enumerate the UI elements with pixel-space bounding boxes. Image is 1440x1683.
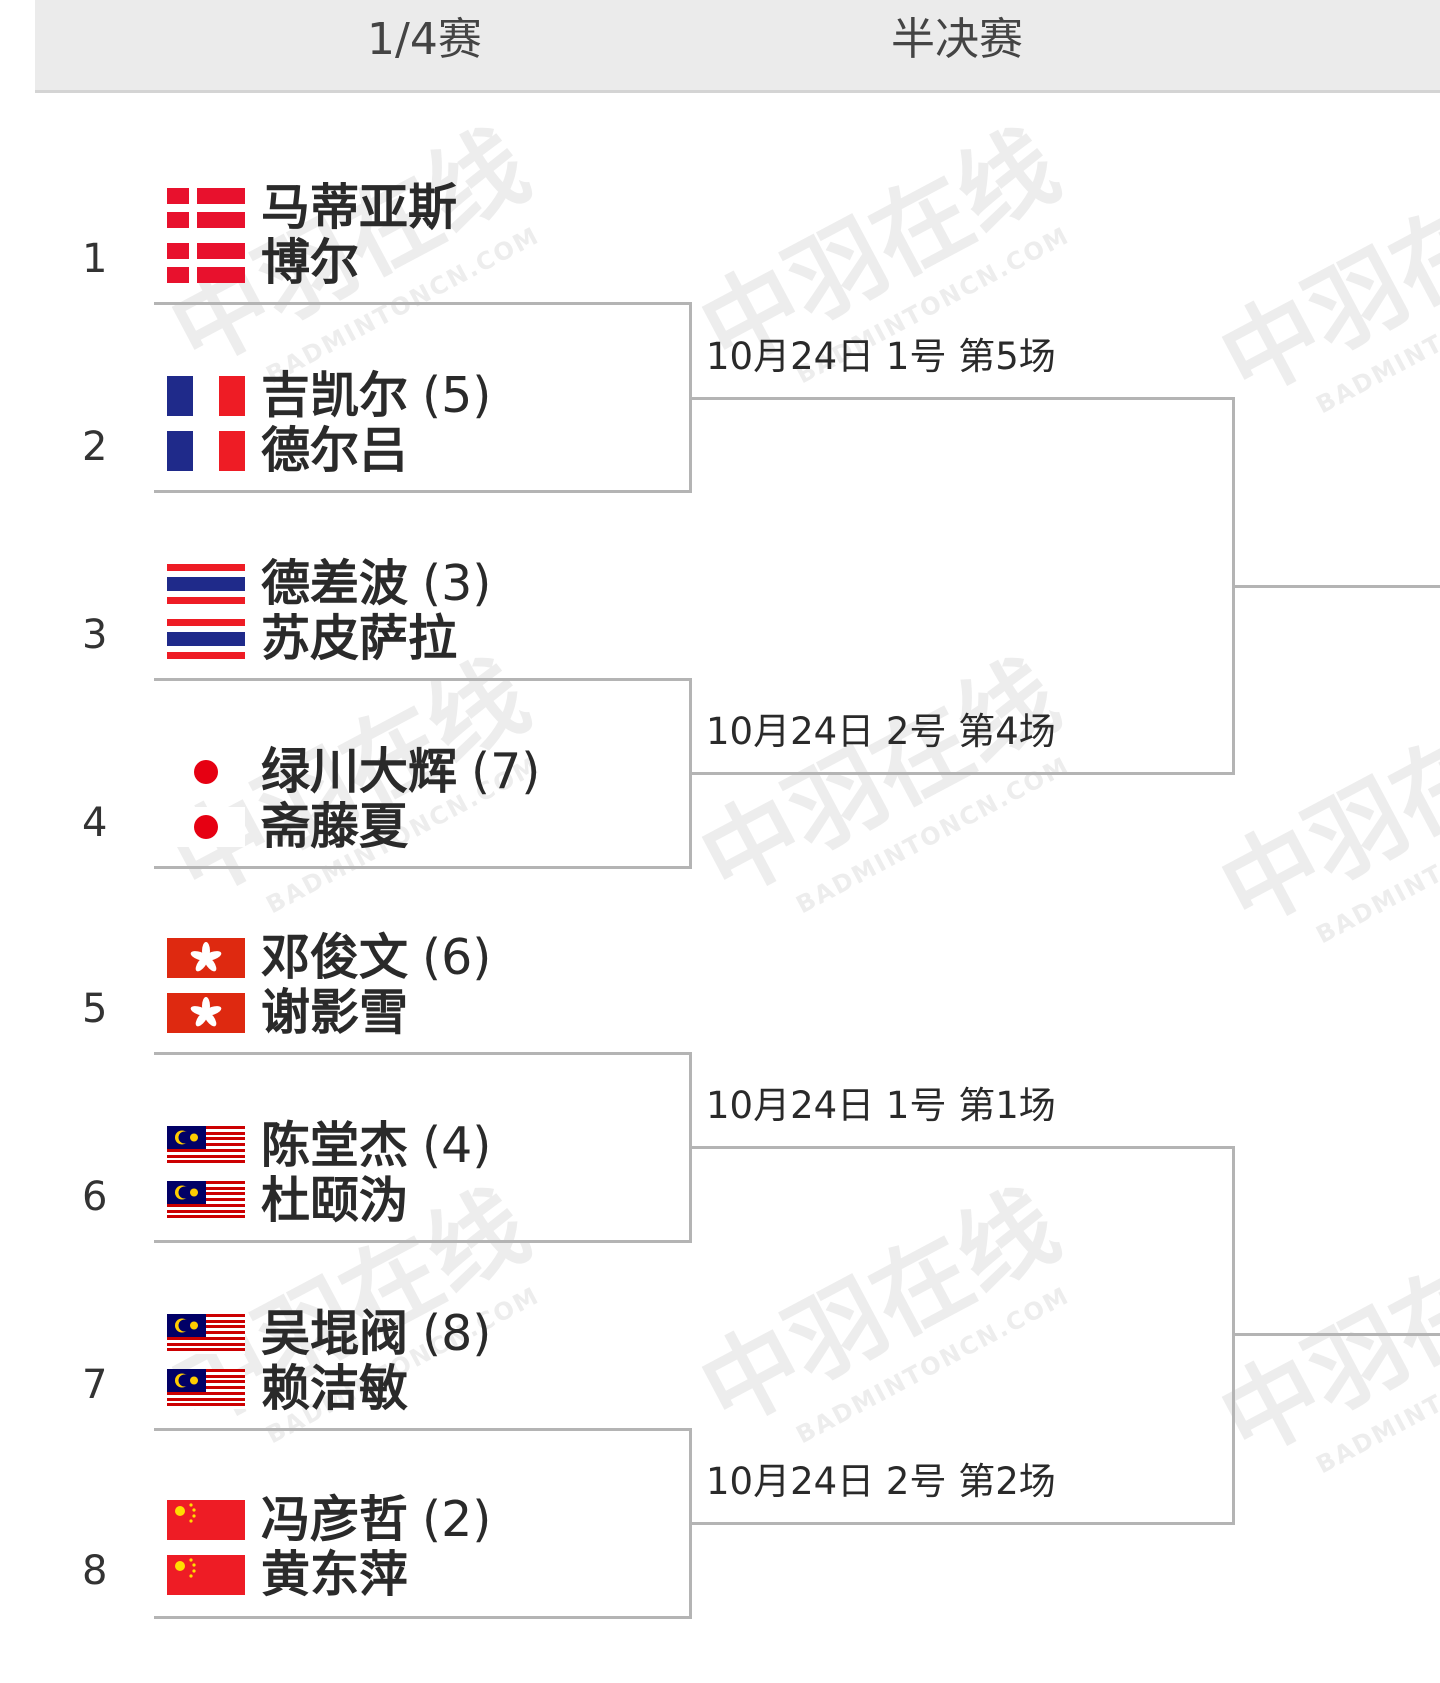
player-row: 马蒂亚斯 [167,183,471,233]
seed-label: (3) [422,555,492,612]
bracket-line [154,1428,692,1431]
malaysia-flag-icon [167,1181,245,1221]
player-name: 赖洁敏 [261,1360,409,1417]
draw-position: 7 [82,1362,108,1408]
player-row: 杜颐沩 [167,1176,408,1226]
draw-position: 6 [82,1174,108,1220]
match-schedule: 10月24日 2号 第2场 [706,1460,1056,1503]
player-row: 苏皮萨拉 [167,614,457,664]
bracket-line [692,397,1235,400]
bracket-line [692,772,1235,775]
seed-label: (6) [422,929,492,986]
bracket-line [1235,585,1440,588]
seed-label: (7) [471,743,541,800]
malaysia-flag-icon [167,1126,245,1166]
match-schedule: 10月24日 1号 第1场 [706,1084,1056,1127]
france-flag-icon [167,431,245,471]
player-row: 博尔 [167,238,359,288]
draw-position: 3 [82,612,108,658]
thailand-flag-icon [167,564,245,604]
draw-position: 1 [82,236,108,282]
seed-label: (4) [422,1117,492,1174]
player-row: 吉凯尔 (5) [167,371,491,421]
player-name: 德尔吕 [261,422,409,479]
player-name: 杜颐沩 [261,1172,409,1229]
france-flag-icon [167,376,245,416]
draw-position: 8 [82,1548,108,1594]
japan-flag-icon [167,807,245,847]
bracket-line [1232,397,1235,775]
player-name: 谢影雪 [261,984,409,1041]
bracket-line [689,678,692,869]
player-name: 马蒂亚斯 [261,179,458,236]
match-schedule: 10月24日 2号 第4场 [706,710,1056,753]
rounds-header: 1/4赛 半决赛 [35,0,1440,93]
bracket-line [154,866,692,869]
player-name: 邓俊文 [261,929,409,986]
player-name: 德差波 [261,555,409,612]
seed-label: (2) [422,1491,492,1548]
player-name: 冯彦哲 [261,1491,409,1548]
denmark-flag-icon [167,188,245,228]
bracket-line [154,490,692,493]
player-name: 博尔 [261,234,360,291]
player-name: 绿川大辉 [261,743,458,800]
bracket-line [692,1522,1235,1525]
match-schedule: 10月24日 1号 第5场 [706,335,1056,378]
bracket-line [154,1052,692,1055]
bracket-line [154,302,692,305]
player-name: 陈堂杰 [261,1117,409,1174]
malaysia-flag-icon [167,1369,245,1409]
draw-position: 2 [82,424,108,470]
draw-position: 5 [82,986,108,1032]
player-row: 绿川大辉 (7) [167,747,540,797]
japan-flag-icon [167,752,245,792]
player-row: 斋藤夏 [167,802,408,852]
bracket-line [692,1146,1235,1149]
player-row: 冯彦哲 (2) [167,1495,491,1545]
round-title-quarterfinal: 1/4赛 [367,14,482,65]
malaysia-flag-icon [167,1314,245,1354]
denmark-flag-icon [167,243,245,283]
player-row: 邓俊文 (6) [167,933,491,983]
player-row: 谢影雪 [167,988,408,1038]
seed-label: (8) [422,1305,492,1362]
hong-kong-flag-icon [167,938,245,978]
player-row: 吴堒阀 (8) [167,1309,491,1359]
player-name: 吴堒阀 [261,1305,409,1362]
round-title-semifinal: 半决赛 [891,14,1023,65]
china-flag-icon [167,1555,245,1595]
player-name: 苏皮萨拉 [261,610,458,667]
bracket-line [154,1240,692,1243]
player-row: 黄东萍 [167,1550,408,1600]
player-name: 吉凯尔 [261,367,409,424]
bracket-line [689,1052,692,1243]
player-row: 赖洁敏 [167,1364,408,1414]
bracket-line [1232,1146,1235,1525]
bracket-line [154,1616,692,1619]
player-row: 德差波 (3) [167,559,491,609]
bracket-line [154,678,692,681]
seed-label: (5) [422,367,492,424]
bracket-line [689,302,692,493]
draw-position: 4 [82,800,108,846]
china-flag-icon [167,1500,245,1540]
player-name: 黄东萍 [261,1546,409,1603]
thailand-flag-icon [167,619,245,659]
player-row: 陈堂杰 (4) [167,1121,491,1171]
player-name: 斋藤夏 [261,798,409,855]
player-row: 德尔吕 [167,426,408,476]
hong-kong-flag-icon [167,993,245,1033]
bracket-line [1235,1333,1440,1336]
bracket-line [689,1428,692,1619]
